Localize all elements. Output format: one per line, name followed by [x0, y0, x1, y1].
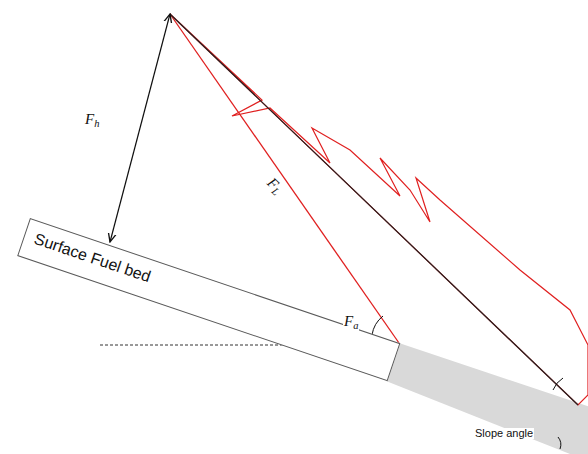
flame-height-arrow — [110, 14, 170, 242]
angle-arc — [553, 378, 563, 390]
force-label: Fh — [84, 112, 100, 129]
angle-arc — [558, 437, 561, 449]
angle-label: Slope angle — [474, 428, 534, 439]
force-label: FL — [262, 174, 286, 198]
force-label: Fa — [343, 314, 359, 331]
fuel-bed-box: Surface Fuel bed — [17, 218, 400, 381]
angle-arc — [372, 316, 383, 335]
slope-ground — [386, 343, 588, 454]
